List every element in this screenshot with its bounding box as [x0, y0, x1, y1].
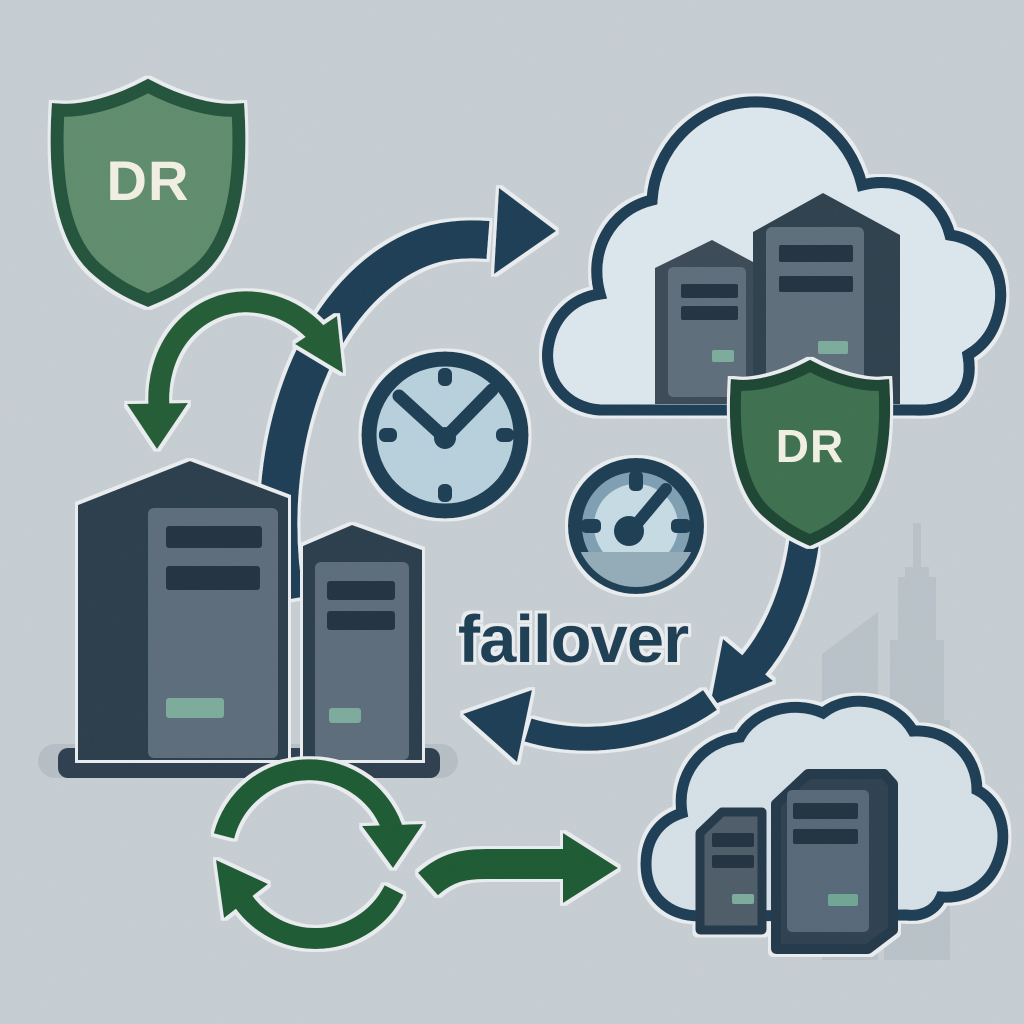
grain-overlay [0, 0, 1024, 1024]
illustration-canvas: failover DR DR [0, 0, 1024, 1024]
dr-failover-illustration: failover DR DR [0, 0, 1024, 1024]
